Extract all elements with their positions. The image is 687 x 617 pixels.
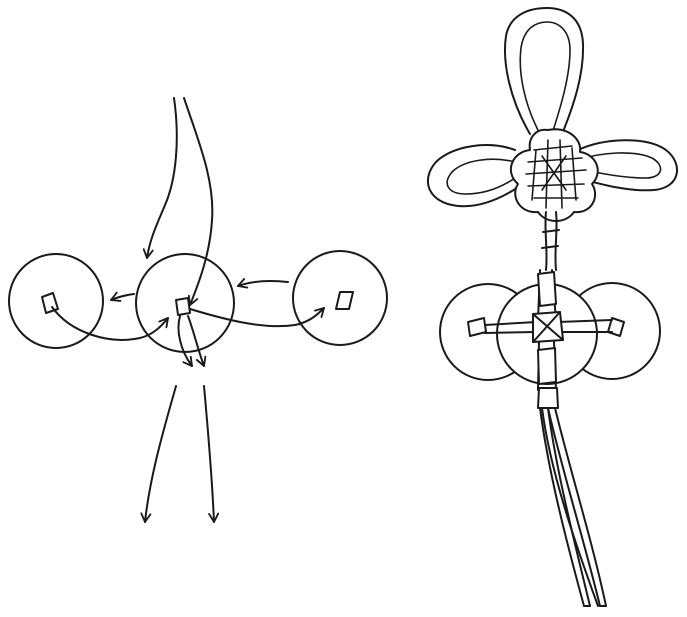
arrow-center-to-left xyxy=(110,291,135,302)
coin-left-square-hole xyxy=(41,292,59,314)
cord-bottom-right xyxy=(203,385,220,523)
top-loop xyxy=(504,7,585,135)
coin-left xyxy=(8,253,104,349)
cord-center-down-b xyxy=(187,315,207,367)
coin-right-square-hole xyxy=(335,291,354,310)
arrow-right-to-center xyxy=(237,277,289,289)
cord-top-left xyxy=(142,97,178,259)
cord-top-right xyxy=(183,97,214,306)
coin-center xyxy=(135,253,235,353)
finished-knot xyxy=(426,7,678,607)
coin-center-square-hole xyxy=(175,297,191,316)
neck-cords xyxy=(541,211,560,271)
cord-center-hole-to-right xyxy=(189,307,325,328)
cord-left-hole-to-center xyxy=(51,306,169,341)
knot-coin-left-hole xyxy=(467,317,487,337)
coin-right xyxy=(292,250,388,346)
binding-cords xyxy=(484,269,613,391)
tassel xyxy=(537,387,607,607)
left-wing-loop xyxy=(426,144,521,208)
cord-center-down-a xyxy=(177,315,193,367)
central-woven-knot xyxy=(509,128,599,222)
right-wing-loop xyxy=(577,139,678,192)
cord-bottom-left xyxy=(140,385,177,523)
threading-diagram xyxy=(8,97,388,523)
